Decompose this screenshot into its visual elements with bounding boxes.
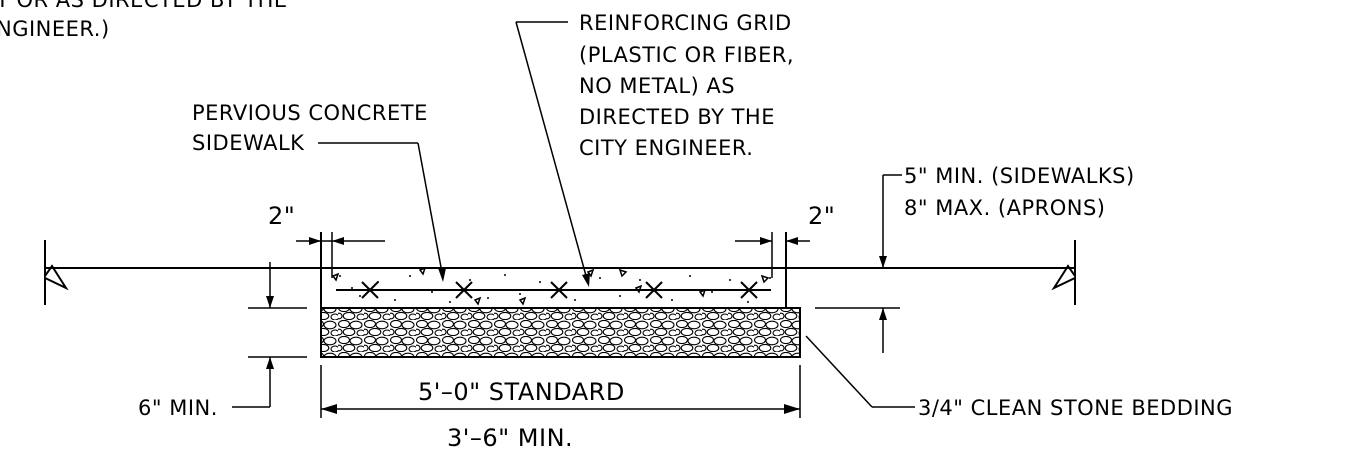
thickness-dimension: 5" MIN. (SIDEWALKS) 8" MAX. (APRONS) bbox=[815, 164, 1135, 353]
base-depth-dimension: 6" MIN. bbox=[138, 262, 307, 420]
top-left-note-line2: NGINEER.) bbox=[0, 17, 110, 41]
sidewalk-note-line2: SIDEWALK bbox=[192, 131, 305, 155]
width-standard-label: 5'–0" STANDARD bbox=[418, 378, 625, 406]
stone-note: 3/4" CLEAN STONE BEDDING bbox=[918, 396, 1233, 420]
top-left-note: T OR AS DIRECTED BY THE NGINEER.) bbox=[0, 0, 288, 41]
grid-note-line1: REINFORCING GRID bbox=[579, 11, 792, 35]
top-left-note-line1: T OR AS DIRECTED BY THE bbox=[0, 0, 288, 12]
thickness-note-line2: 8" MAX. (APRONS) bbox=[904, 196, 1106, 220]
stone-leader: 3/4" CLEAN STONE BEDDING bbox=[805, 335, 1233, 420]
left-2in-dimension: 2" bbox=[268, 202, 385, 278]
grid-leader: REINFORCING GRID (PLASTIC OR FIBER, NO M… bbox=[515, 11, 794, 287]
grid-note-line5: CITY ENGINEER. bbox=[579, 136, 753, 160]
ground-line bbox=[44, 240, 1076, 305]
grid-note-line2: (PLASTIC OR FIBER, bbox=[579, 43, 794, 67]
stone-bedding-layer bbox=[320, 307, 801, 358]
grid-note-line3: NO METAL) AS bbox=[579, 74, 735, 98]
right-2in-dimension: 2" bbox=[735, 202, 835, 278]
sidewalk-leader: PERVIOUS CONCRETE SIDEWALK bbox=[192, 101, 446, 282]
grid-note-line4: DIRECTED BY THE bbox=[579, 105, 775, 129]
right-offset-label: 2" bbox=[808, 202, 835, 230]
concrete-layer bbox=[320, 266, 787, 309]
base-depth-label: 6" MIN. bbox=[138, 396, 218, 420]
sidewalk-note-line1: PERVIOUS CONCRETE bbox=[192, 101, 428, 125]
width-dimension: 5'–0" STANDARD 3'–6" MIN. bbox=[320, 365, 801, 452]
thickness-note-line1: 5" MIN. (SIDEWALKS) bbox=[904, 164, 1135, 188]
left-offset-label: 2" bbox=[268, 202, 295, 230]
width-min-label: 3'–6" MIN. bbox=[447, 424, 573, 452]
